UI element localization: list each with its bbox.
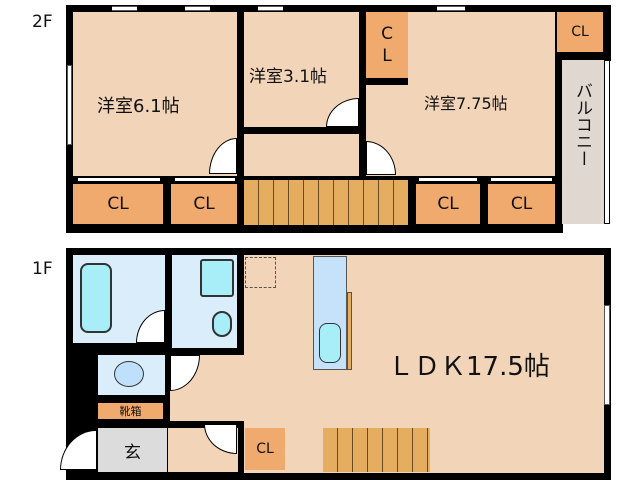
closet: CL (557, 12, 603, 52)
closet: CL (416, 184, 480, 224)
shoe-box: 靴箱 (98, 403, 163, 419)
window (258, 6, 283, 11)
closet: CL (245, 428, 285, 470)
window (112, 6, 137, 11)
staircase-1f (323, 428, 430, 472)
kitchen-sink-icon (319, 323, 341, 363)
closet-letter: L (382, 46, 392, 66)
washing-machine-icon (200, 259, 234, 297)
closet-door[interactable] (174, 177, 236, 182)
kitchen-panel (347, 292, 352, 370)
storage-hatch-icon (245, 257, 276, 288)
room-label: 洋室3.1帖 (249, 67, 328, 87)
window (185, 6, 210, 11)
staircase-2f (244, 180, 408, 225)
balcony-railing (604, 60, 610, 224)
room-western-6-1: 洋室6.1帖 (73, 12, 237, 176)
closet-letter: C (381, 24, 393, 44)
window (437, 6, 465, 11)
balcony-label: バルコニー (572, 82, 592, 167)
hallway-2f (244, 134, 359, 176)
room-label: 洋室6.1帖 (97, 96, 180, 117)
window (604, 305, 610, 405)
closet-vertical: C L (366, 12, 408, 78)
closet: CL (73, 184, 163, 224)
floor-label-1f: 1F (32, 259, 53, 279)
closet: CL (171, 184, 237, 224)
washroom (172, 255, 237, 348)
room-label: 洋室7.75帖 (424, 94, 508, 113)
closet-door[interactable] (418, 177, 478, 182)
closet-door[interactable] (490, 177, 553, 182)
kitchen-counter (313, 256, 347, 370)
window (67, 65, 72, 145)
sink-icon (212, 311, 232, 337)
bathtub-icon (80, 263, 112, 333)
room-label: ＬＤＫ17.5帖 (388, 352, 550, 382)
toilet-icon (114, 361, 144, 387)
toilet-room (98, 355, 165, 395)
closet-door[interactable] (77, 177, 161, 182)
balcony: バルコニー (562, 60, 604, 224)
entrance: 玄 (98, 428, 167, 472)
floor-label-2f: 2F (32, 12, 53, 32)
closet: CL (488, 184, 555, 224)
room-western-7-75 (408, 12, 555, 176)
